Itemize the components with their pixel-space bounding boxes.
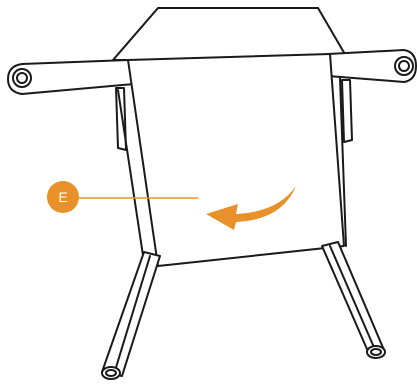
callout-e: E xyxy=(47,181,79,213)
right-leg xyxy=(321,241,386,359)
rotation-arrow-icon xyxy=(206,186,296,230)
seat-cushion xyxy=(112,7,347,61)
left-armrest xyxy=(7,59,135,151)
callout-label: E xyxy=(58,189,67,205)
left-leg xyxy=(101,251,161,380)
right-armrest xyxy=(327,49,417,143)
callout-circle xyxy=(47,181,79,213)
back-panel xyxy=(117,53,347,267)
